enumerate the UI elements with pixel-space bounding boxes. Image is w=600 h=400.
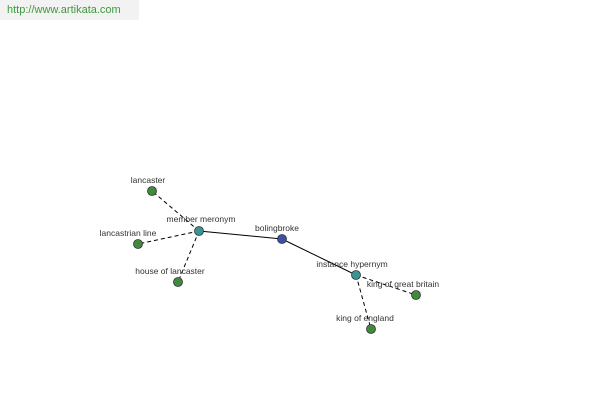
edge-instance-hypernym-king-of-great-britain — [355, 274, 417, 296]
graph-nodes — [133, 186, 421, 334]
node-label-king-of-great-britain: king of great britain — [367, 279, 440, 289]
node-label-lancastrian-line: lancastrian line — [100, 228, 157, 238]
relation-node-instance-hypernym[interactable] — [351, 270, 361, 280]
leaf-node-lancaster[interactable] — [147, 186, 157, 196]
node-label-lancaster: lancaster — [131, 175, 166, 185]
edge-bolingbroke-member-meronym — [198, 230, 283, 240]
edge-member-meronym-house-of-lancaster — [177, 230, 200, 283]
site-url-link[interactable]: http://www.artikata.com — [7, 4, 121, 16]
node-label-king-of-england: king of england — [336, 313, 394, 323]
leaf-node-king-of-england[interactable] — [366, 324, 376, 334]
edge-instance-hypernym-king-of-england — [355, 274, 372, 330]
edge-member-meronym-lancaster — [151, 190, 200, 232]
node-label-bolingbroke: bolingbroke — [255, 223, 299, 233]
leaf-node-house-of-lancaster[interactable] — [173, 277, 183, 287]
edge-bolingbroke-instance-hypernym — [281, 238, 357, 276]
node-label-instance-hypernym: instance hypernym — [316, 259, 387, 269]
relation-node-member-meronym[interactable] — [194, 226, 204, 236]
node-label-house-of-lancaster: house of lancaster — [135, 266, 205, 276]
url-banner: http://www.artikata.com — [0, 0, 139, 20]
leaf-node-lancastrian-line[interactable] — [133, 239, 143, 249]
node-label-member-meronym: member meronym — [167, 214, 236, 224]
leaf-node-king-of-great-britain[interactable] — [411, 290, 421, 300]
graph-labels: bolingbroke member meronym lancaster lancas… — [100, 175, 440, 323]
edge-member-meronym-lancastrian-line — [137, 230, 200, 245]
root-node-bolingbroke[interactable] — [277, 234, 287, 244]
graph-edges — [137, 190, 417, 330]
